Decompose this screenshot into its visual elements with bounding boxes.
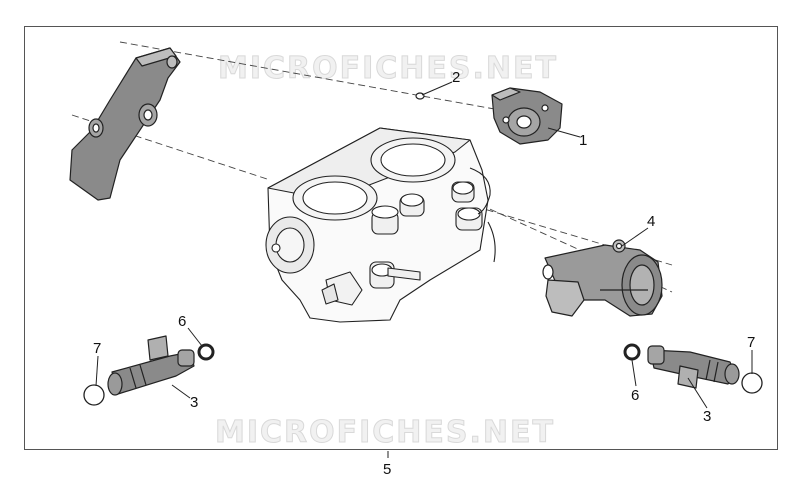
actuator-part <box>542 239 663 317</box>
o-ring-7-right <box>741 372 763 394</box>
fuel-injector-left <box>107 335 195 396</box>
watermark-top: MICROFICHES.NET <box>218 51 558 86</box>
callout-7-left: 7 <box>93 340 102 357</box>
throttle-position-sensor <box>491 87 563 145</box>
small-o-ring <box>415 92 425 100</box>
leader-lines <box>95 81 753 458</box>
callout-1: 1 <box>579 132 588 149</box>
o-ring-7-left <box>83 384 105 406</box>
callout-6-left: 6 <box>178 313 187 330</box>
callout-6-right: 6 <box>631 387 640 404</box>
o-ring-6-right <box>623 343 641 361</box>
callout-2: 2 <box>452 69 461 86</box>
callout-4: 4 <box>647 213 656 230</box>
callout-5: 5 <box>383 461 392 478</box>
fuel-injector-right <box>647 345 740 389</box>
watermark-bottom: MICROFICHES.NET <box>215 415 555 450</box>
throttle-body <box>265 127 496 323</box>
bracket-part <box>69 47 181 201</box>
callout-3-right: 3 <box>703 408 712 425</box>
diagram-frame <box>24 26 778 450</box>
callout-7-right: 7 <box>747 334 756 351</box>
callout-3-left: 3 <box>190 394 199 411</box>
o-ring-6-left <box>197 343 215 361</box>
